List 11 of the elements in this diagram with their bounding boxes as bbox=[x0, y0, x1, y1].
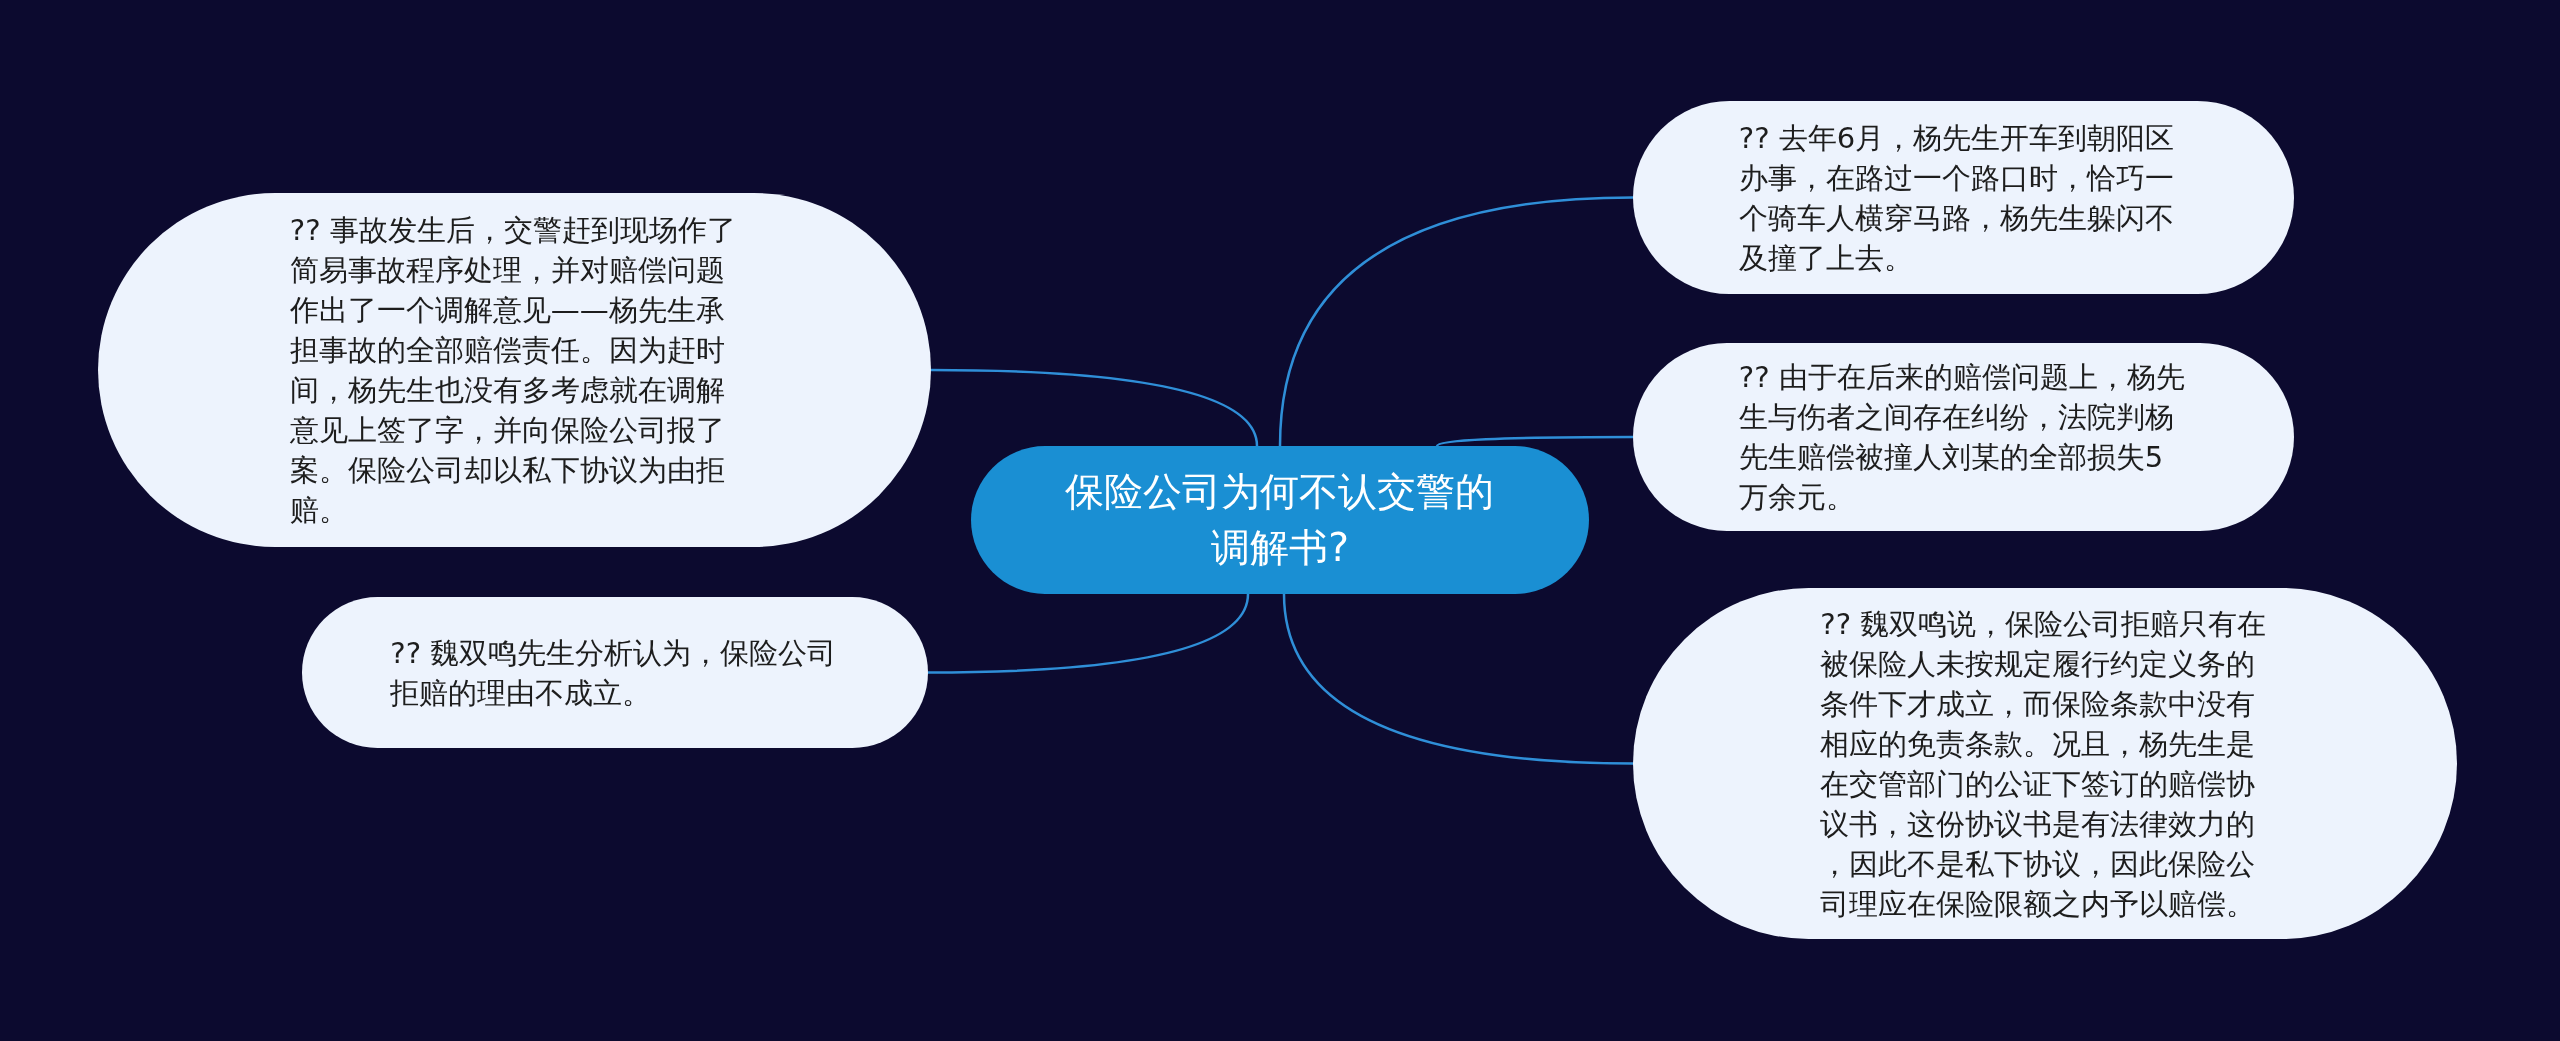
topic-text: ?? 去年6月，杨先生开车到朝阳区办事，在路过一个路口时，恰巧一个骑车人横穿马路，杨先生躲闪不及撞了上去。 bbox=[1738, 119, 2176, 277]
topic-text: ?? 由于在后来的赔偿问题上，杨先生与伤者之间存在纠纷，法院判杨先生赔偿被撞人刘某的全部损失5万余元。 bbox=[1738, 359, 2186, 516]
topic-text: ?? 事故发生后，交警赶到现场作了简易事故程序处理，并对赔偿问题作出了一个调解意见——杨先生承担事故的全部赔偿责任。因为赶时间，杨先生也没有多考虑就在调解意见上签了字，并向保险公司报了案。保险公司却以私下协议为由拒赔。 bbox=[289, 212, 737, 529]
connector-line bbox=[1282, 593, 1634, 765]
connector-line bbox=[1436, 435, 1633, 447]
topic-text: ?? 魏双鸣说，保险公司拒赔只有在被保险人未按规定履行约定义务的条件下才成立，而保险条款中没有相应的免责条款。况且，杨先生是在交管部门的公证下签订的赔偿协议书，这份协议书是有法律效力的，因此不是私下协议，因此保险公司理应在保险限额之内予以赔偿。 bbox=[1820, 605, 2268, 923]
connector-line bbox=[931, 368, 1259, 447]
central-topic-text: 保险公司为何不认交警的调解书? bbox=[1064, 468, 1496, 572]
topic-text: ?? 魏双鸣先生分析认为，保险公司拒赔的理由不成立。 bbox=[390, 634, 838, 712]
connector-line bbox=[1278, 196, 1634, 447]
connector-line bbox=[928, 593, 1250, 674]
